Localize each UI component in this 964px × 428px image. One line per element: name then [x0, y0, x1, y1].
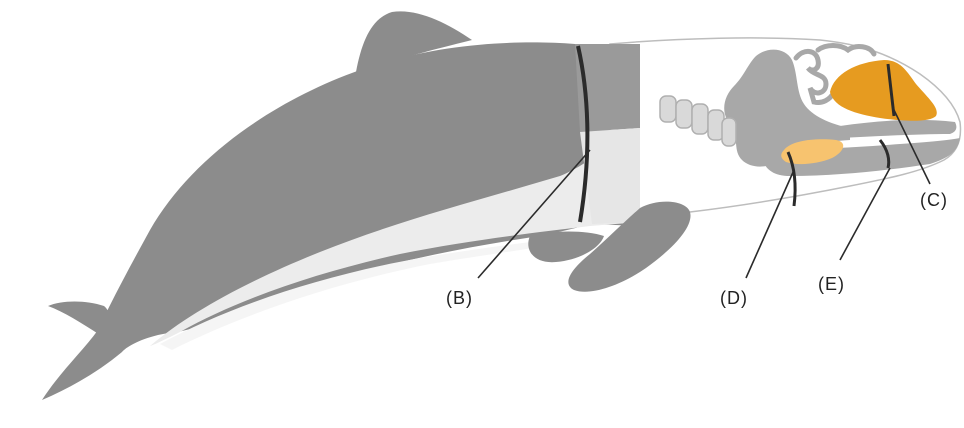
label-c: (C)	[920, 190, 948, 210]
label-d: (D)	[720, 288, 748, 308]
label-b: (B)	[446, 288, 473, 308]
tail-fluke-upper	[48, 302, 109, 336]
label-e: (E)	[818, 274, 845, 294]
